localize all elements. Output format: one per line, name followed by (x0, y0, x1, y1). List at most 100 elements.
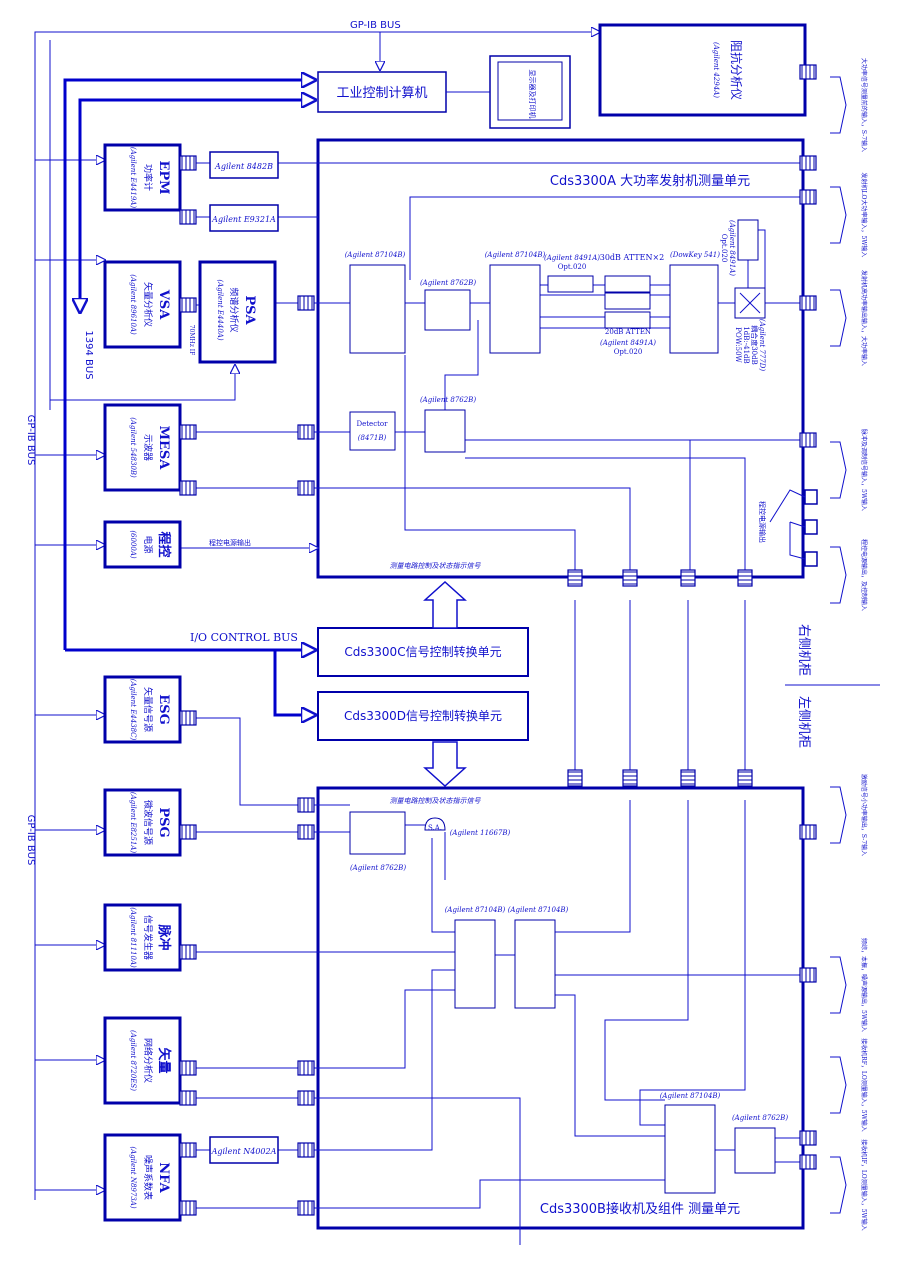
unit-b-input-connector[interactable] (297, 1090, 315, 1106)
instrument-connector[interactable] (179, 824, 197, 840)
unit-a-bottom-connector[interactable] (622, 569, 638, 587)
unit-a-atten-20: 20dB ATTEN (605, 328, 651, 336)
impedance-analyzer-name: 阻抗分析仪 (729, 40, 744, 100)
psa-title: PSA (242, 295, 257, 325)
splitter-label: S.A. (428, 824, 442, 832)
unit-a-input-connector[interactable] (297, 424, 315, 440)
unit-b-top-connector[interactable] (737, 769, 753, 787)
instrument-connector[interactable] (179, 155, 197, 171)
detector-model: (8471B) (358, 434, 387, 442)
unit-b-wiring (180, 717, 800, 1245)
sensor-e9321a-label: Agilent E9321A (211, 215, 276, 224)
bus-gpib-left2-label: GP-IB BUS (25, 815, 36, 866)
unit-a-input-connector[interactable] (297, 480, 315, 496)
instrument-connector[interactable] (179, 944, 197, 960)
instrument-model: (Agilent 54830B) (129, 417, 137, 478)
unit-a-input-connector[interactable] (297, 295, 315, 311)
instrument-model: (Agilent E8251A) (129, 792, 137, 853)
ctrl-signal-a-label: 测量电路控制及状态指示信号 (390, 562, 482, 570)
power-output-label: 程控电源输出 (209, 538, 251, 547)
impedance-analyzer-model: (Agilent 4294A) (712, 42, 720, 98)
instrument-connector[interactable] (179, 209, 197, 225)
unit-b-sw2-label: (Agilent 87104B) (445, 906, 506, 914)
unit-a-output-connector[interactable] (799, 189, 817, 205)
unit-b-top-connector[interactable] (622, 769, 638, 787)
coupler-spec-1: 耦合度30dB (750, 325, 759, 365)
unit-b-output-connector[interactable] (799, 1154, 817, 1170)
unit-a-switch-4 (424, 409, 466, 453)
computer-label: 工业控制计算机 (336, 86, 427, 101)
instrument-model: (Agilent 89610A) (129, 274, 137, 335)
instrument-title: PSG (156, 807, 171, 837)
instrument-connector[interactable] (179, 1060, 197, 1076)
unit-a-bottom-connector[interactable] (567, 569, 583, 587)
port-label: 脉冲及调制信号输入，5W输入 (860, 429, 868, 511)
unit-a-att1-opt: Opt.020 (558, 263, 587, 271)
instrument-model: (Agilent 81110A) (129, 907, 137, 968)
unit-b-sw4-label: (Agilent 87104B) (660, 1092, 721, 1100)
unit-b-sw5-label: (Agilent 8762B) (732, 1114, 788, 1122)
unit-b-input-connector[interactable] (297, 824, 315, 840)
port-label: 接收机RF，LO测量输入，5W输入 (860, 1038, 868, 1132)
instrument-connector[interactable] (179, 1200, 197, 1216)
instrument-title: EPM (156, 160, 171, 194)
bus-1394-lines (63, 80, 315, 715)
unit-a-bottom-connector[interactable] (680, 569, 696, 587)
unit-a-output-connector[interactable] (799, 295, 817, 311)
unit-b-top-connector[interactable] (680, 769, 696, 787)
instrument-connector[interactable] (179, 1142, 197, 1158)
instrument-connector[interactable] (179, 297, 197, 313)
psa-box[interactable] (198, 260, 277, 364)
unit-b-input-connector[interactable] (297, 1142, 315, 1158)
unit-b-input-connector[interactable] (297, 1200, 315, 1216)
unit-b-switch-5 (734, 1127, 776, 1174)
unit-b-switch-3 (514, 919, 556, 1009)
unit-a-switch-1 (349, 264, 406, 354)
unit-b-output-connector[interactable] (799, 1130, 817, 1146)
inter-unit-cables (574, 600, 746, 770)
instrument-sub: 功率计 (142, 164, 154, 191)
port-label: 频综，本振，噪声源输出，5W输入 (860, 938, 868, 1032)
psa-sub: 频谱分析仪 (228, 287, 240, 332)
impedance-analyzer-box (598, 23, 807, 117)
instrument-sub: 微波信号源 (142, 800, 154, 845)
unit-a-bottom-connector[interactable] (737, 569, 753, 587)
port-label: 发射机高功率输出输入，大功率输入 (860, 270, 868, 366)
unit-b-output-connector[interactable] (799, 824, 817, 840)
unit-b-output-connector[interactable] (799, 967, 817, 983)
unit-a-output-connector[interactable] (799, 432, 817, 448)
impedance-connector[interactable] (799, 64, 817, 80)
instrument-model: (Agilent 8720ES) (129, 1030, 137, 1091)
sensor-8482b-label: Agilent 8482B (214, 162, 273, 171)
instrument-4[interactable]: 程控电源(6000A) (103, 520, 182, 569)
ctrl-signal-b-label: 测量电路控制及状态指示信号 (390, 797, 482, 805)
instrument-sub: 网络分析仪 (142, 1038, 154, 1083)
instrument-connector[interactable] (179, 424, 197, 440)
bus-1394-label: 1394 BUS (83, 330, 94, 379)
instrument-connector[interactable] (179, 1090, 197, 1106)
gpib-bus-lines (34, 32, 600, 1200)
instrument-model: (Agilent E4438C) (129, 679, 137, 741)
unit-b-input-connector[interactable] (297, 1060, 315, 1076)
unit-b-top-connector[interactable] (567, 769, 583, 787)
unit-a-switch-3 (489, 264, 541, 354)
coupler-spec-3: POW:50W (734, 327, 742, 363)
unit-b-input-connector[interactable] (297, 797, 315, 813)
instrument-connector[interactable] (179, 480, 197, 496)
unit-a-title: Cds3300A 大功率发射机测量单元 (550, 173, 750, 189)
instrument-sub: 信号发生器 (142, 915, 154, 960)
instrument-connector[interactable] (179, 710, 197, 726)
unit-b-switch-2 (454, 919, 496, 1009)
instrument-model: (Agilent N8973A) (129, 1146, 137, 1208)
port-label: 大功率信号测量前的输入，S-7输入 (860, 58, 868, 152)
unit-a-output-connector[interactable] (799, 155, 817, 171)
